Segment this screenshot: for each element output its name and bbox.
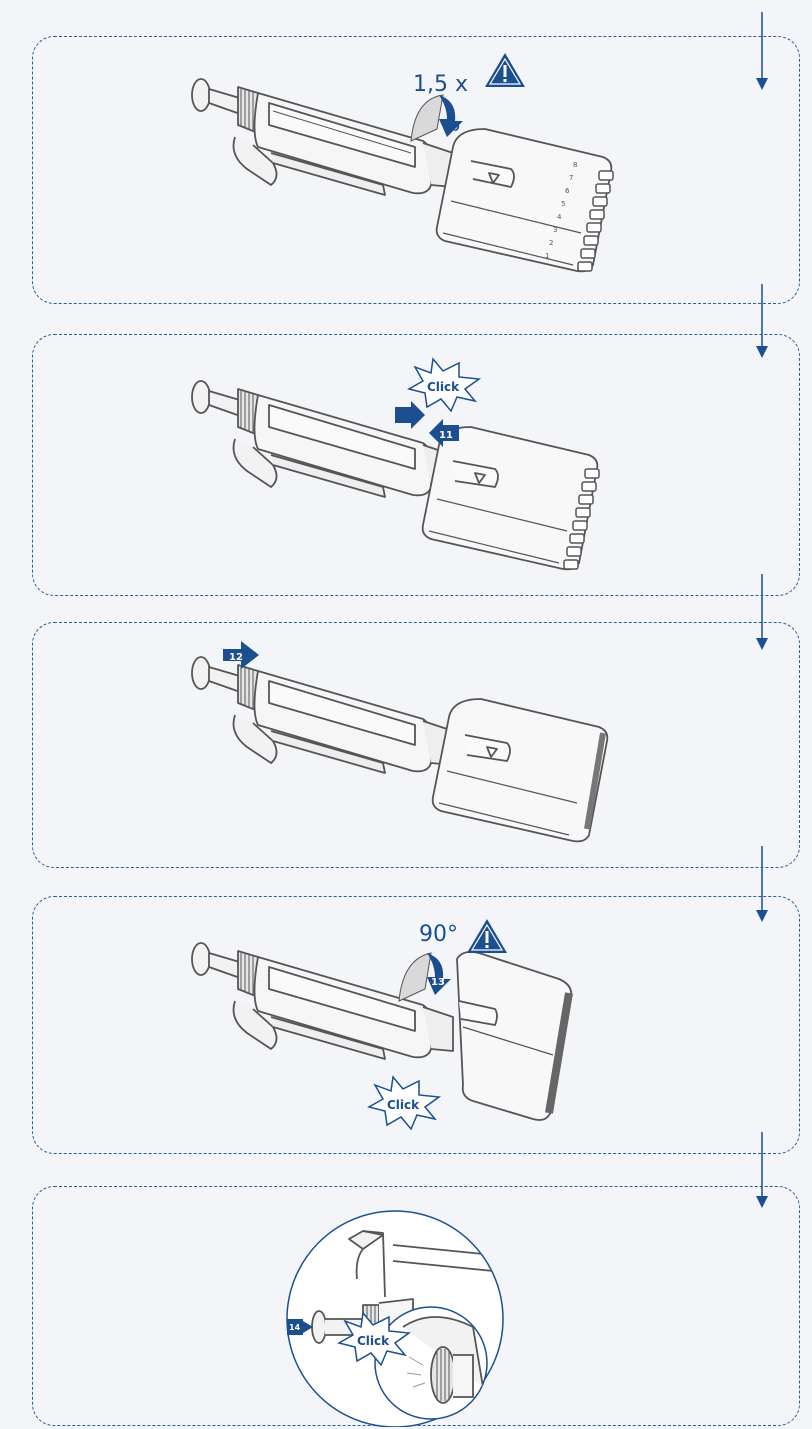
- step-panel: 13 90° Click: [32, 896, 800, 1154]
- step-panel: 12: [32, 622, 800, 868]
- rotation-label: 1,5 x: [413, 72, 468, 97]
- click-label: Click: [427, 380, 460, 394]
- click-burst-icon: Click: [409, 359, 479, 411]
- rotate-arrow-icon: 10: [411, 95, 463, 141]
- click-label: Click: [387, 1098, 420, 1112]
- step-number: 14: [289, 1323, 301, 1332]
- zoom-circle: [287, 1211, 533, 1427]
- click-burst-icon: Click: [369, 1077, 439, 1129]
- step-number: 13: [431, 977, 445, 988]
- step-number: 11: [439, 430, 453, 441]
- push-arrow-icon: 12: [223, 641, 259, 669]
- zoom-illustration: 14 Click: [33, 1187, 801, 1427]
- pipette-illustration: 11 Click: [33, 335, 801, 597]
- warning-icon: [485, 53, 525, 87]
- svg-text:7: 7: [569, 174, 573, 182]
- svg-text:4: 4: [557, 213, 562, 221]
- warning-icon: [467, 919, 507, 953]
- svg-text:6: 6: [565, 187, 570, 195]
- svg-text:2: 2: [549, 239, 553, 247]
- step-panel: 11 Click: [32, 334, 800, 596]
- svg-text:1: 1: [545, 252, 549, 260]
- pipette-illustration: 13 90° Click: [33, 897, 801, 1155]
- click-label: Click: [357, 1334, 390, 1348]
- step-panel: 14 Click: [32, 1186, 800, 1426]
- step-number: 12: [229, 652, 243, 663]
- svg-text:8: 8: [573, 161, 577, 169]
- rotation-label: 90°: [419, 922, 458, 947]
- svg-text:3: 3: [553, 226, 557, 234]
- svg-text:5: 5: [561, 200, 565, 208]
- pipette-illustration: 12: [33, 623, 801, 869]
- rotate-arrow-icon: 13: [399, 953, 451, 1001]
